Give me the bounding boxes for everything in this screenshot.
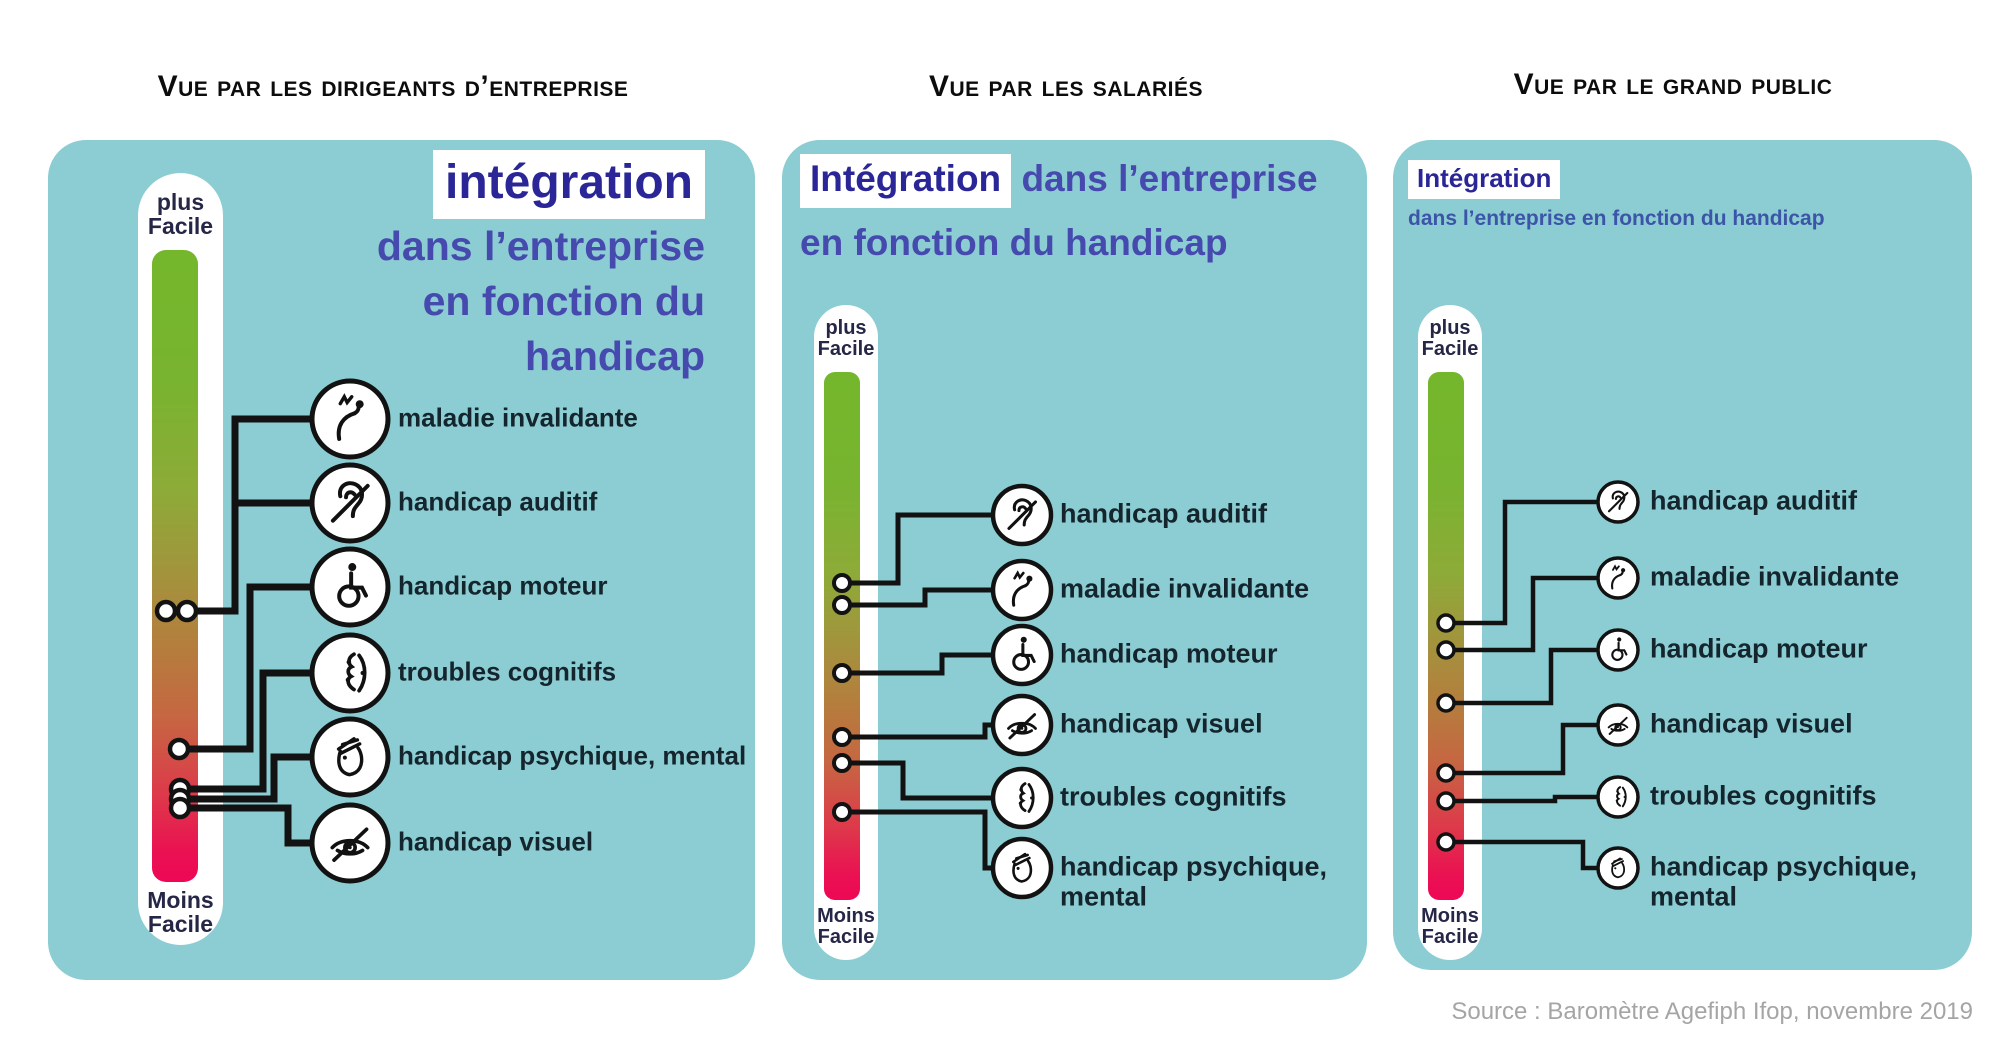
scale-top-label: plus Facile: [1421, 317, 1479, 361]
connector-line: [187, 499, 312, 615]
heading-line: handicap: [525, 333, 705, 379]
item-label: maladie invalidante: [398, 402, 638, 433]
scale-dot: [167, 737, 191, 761]
auditif-icon: [990, 483, 1054, 547]
scale-bottom-label: Moins Facile: [817, 905, 875, 949]
scale-top-label: plus Facile: [147, 189, 214, 240]
panel-public: [1393, 140, 1972, 970]
connector-line: [842, 587, 993, 608]
connector-line: [180, 753, 312, 803]
scale-dot: [832, 663, 852, 683]
scale-dot: [168, 796, 192, 820]
item-label: handicap auditif: [398, 486, 598, 517]
item-label: handicap psychique, mental: [398, 740, 747, 771]
heading-public: Intégration dans l’entreprise en fonctio…: [1408, 160, 1825, 231]
troubles-icon: [1596, 775, 1640, 819]
psychique-icon: [309, 716, 391, 798]
connector-line: [1446, 839, 1598, 871]
scale-dot: [175, 599, 199, 623]
moteur-icon: [990, 623, 1054, 687]
heading-line: dans l’entreprise: [1011, 158, 1318, 199]
scale-dot: [1436, 763, 1456, 783]
item-label: handicap visuel: [1650, 708, 1853, 739]
source-credit: Source : Baromètre Agefiph Ifop, novembr…: [1451, 998, 1973, 1025]
visuel-icon: [1596, 703, 1640, 747]
column-title-salaries: Vue par les salariés: [929, 70, 1203, 103]
scale-bottom-label: Moins Facile: [1421, 905, 1479, 949]
heading-line: dans l’entreprise en fonction du handica…: [1408, 207, 1825, 230]
scale-dot: [1436, 613, 1456, 633]
moteur-icon: [1596, 628, 1640, 672]
scale-dot: [1436, 693, 1456, 713]
connector-line: [842, 512, 993, 586]
maladie-icon: [309, 378, 391, 460]
scale-bottom-label: Moins Facile: [147, 887, 214, 938]
heading-salaries: Intégration dans l’entreprise en fonctio…: [800, 154, 1318, 264]
moteur-icon: [309, 546, 391, 628]
heading-line: en fonction du: [422, 278, 705, 324]
scale-dot: [832, 753, 852, 773]
heading-highlight: Intégration: [800, 154, 1012, 208]
connector-lines: [166, 415, 1598, 871]
psychique-icon: [1596, 846, 1640, 890]
connector-line: [1446, 647, 1598, 706]
item-label: handicap psychique, mental: [1060, 851, 1328, 912]
connector-line: [842, 809, 993, 871]
scale-gradient-bar: [152, 250, 198, 882]
visuel-icon: [309, 802, 391, 884]
item-label: maladie invalidante: [1060, 573, 1310, 604]
column-title-dirigeants: Vue par les dirigeants d’entreprise: [157, 70, 629, 103]
item-label: handicap auditif: [1060, 498, 1268, 529]
dots-and-icons: [154, 378, 1640, 900]
connector-line: [166, 415, 312, 615]
heading-highlight: Intégration: [1408, 160, 1561, 199]
connector-line: [1446, 722, 1598, 776]
scale-dot: [1436, 640, 1456, 660]
scale-dot: [154, 599, 178, 623]
scale-dot: [1436, 791, 1456, 811]
item-label: handicap psychique, mental: [1650, 851, 1918, 912]
connector-line: [180, 669, 312, 793]
item-label: troubles cognitifs: [398, 656, 617, 687]
scale-dot: [832, 573, 852, 593]
connector-line: [842, 722, 993, 740]
connector-line: [1446, 499, 1598, 626]
connector-line: [179, 583, 312, 753]
connector-line: [1446, 575, 1598, 653]
heading-highlight: intégration: [433, 150, 705, 219]
item-label: troubles cognitifs: [1650, 780, 1877, 811]
item-label: handicap visuel: [398, 826, 594, 857]
troubles-icon: [309, 632, 391, 714]
item-label: troubles cognitifs: [1060, 781, 1287, 812]
item-label: handicap moteur: [1060, 638, 1278, 669]
heading-dirigeants: intégration dans l’entreprise en fonctio…: [377, 150, 705, 384]
item-label: handicap visuel: [1060, 708, 1263, 739]
maladie-icon: [990, 558, 1054, 622]
connector-line: [842, 760, 993, 801]
item-label: handicap auditif: [1650, 485, 1858, 516]
panel-salaries: [782, 140, 1367, 980]
scale-top-label: plus Facile: [817, 317, 875, 361]
connector-line: [180, 804, 312, 847]
scale-dot: [832, 595, 852, 615]
scale-dot: [832, 727, 852, 747]
scale-dot: [832, 802, 852, 822]
maladie-icon: [1596, 556, 1640, 600]
scale-dot: [1436, 832, 1456, 852]
auditif-icon: [309, 462, 391, 544]
heading-line: dans l’entreprise: [376, 223, 705, 269]
troubles-icon: [990, 766, 1054, 830]
column-title-public: Vue par le grand public: [1513, 68, 1833, 101]
visuel-icon: [990, 693, 1054, 757]
heading-line: en fonction du handicap: [800, 222, 1228, 263]
scale-gradient-bar: [1428, 372, 1464, 900]
connector-line: [1446, 794, 1598, 804]
item-label: handicap moteur: [1650, 633, 1868, 664]
psychique-icon: [990, 836, 1054, 900]
item-label: handicap moteur: [398, 570, 608, 601]
auditif-icon: [1596, 480, 1640, 524]
connector-line: [842, 652, 993, 676]
item-label: maladie invalidante: [1650, 561, 1900, 592]
